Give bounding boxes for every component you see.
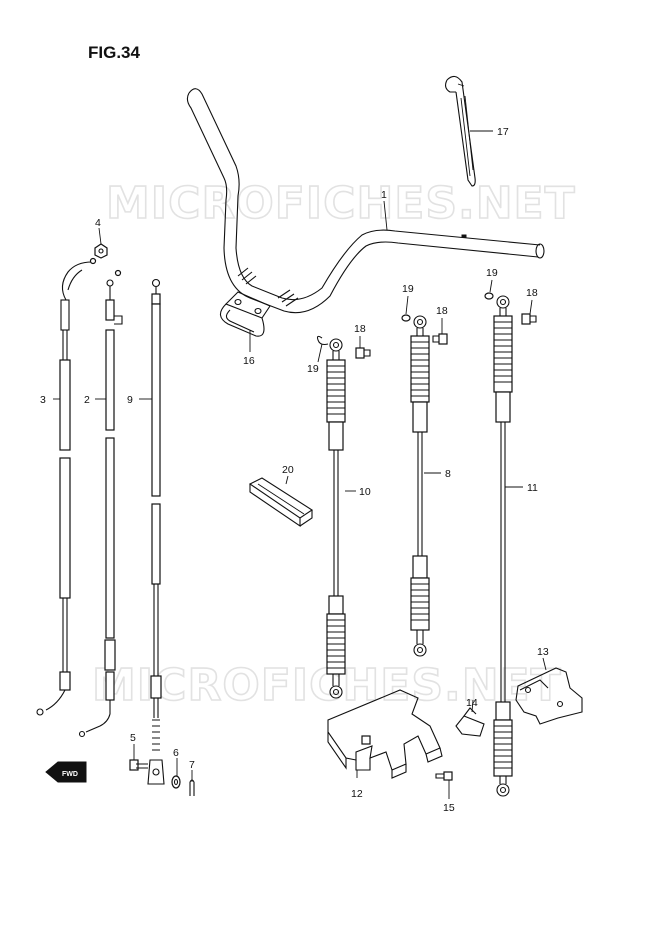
leader-lines [53,130,547,799]
cable-2-part [78,269,123,738]
callout-8: 8 [445,468,451,480]
callout-3: 3 [40,394,46,406]
callout-7: 7 [189,759,195,771]
watermark-top: MICROFICHES.NET [106,178,576,229]
pad-part [248,477,314,528]
bolt-18-part-left [355,347,371,359]
cable-3-part [36,257,97,716]
bolt-5-part [129,759,148,771]
callout-20: 20 [282,464,294,476]
callout-19-middle: 19 [402,283,414,295]
clip-19-part-right [484,292,494,300]
callout-4: 4 [95,217,101,229]
cable-tie-part [444,75,476,187]
bracket-13-part [515,667,583,725]
clip-19-part-left [316,335,329,346]
callout-13: 13 [537,646,549,658]
callout-14: 14 [466,697,478,709]
nut-4-part [94,243,108,259]
fwd-badge-text: FWD [62,771,78,778]
callout-17: 17 [497,126,509,138]
bolt-15-part [435,771,453,781]
bolt-18-part-right [521,313,537,325]
callout-5: 5 [130,732,136,744]
clip-14-part [455,707,485,737]
callout-6: 6 [173,747,179,759]
watermark-bottom: MICROFICHES.NET [92,660,562,711]
callout-labels: 1 2 3 4 5 6 7 8 9 10 11 12 13 14 15 16 1… [40,126,549,814]
pin-7-part [189,779,195,796]
cable-10-part [326,338,346,699]
callout-1: 1 [381,189,387,201]
callout-9: 9 [127,394,133,406]
bolt-18-part-middle [432,333,448,345]
callout-15: 15 [443,802,455,814]
callout-2: 2 [84,394,90,406]
callout-11: 11 [527,482,538,494]
callout-19-left: 19 [307,363,319,375]
bracket-12-part [327,689,443,779]
callout-18-right: 18 [526,287,538,299]
fwd-direction-icon: FWD [45,761,87,783]
callout-16: 16 [243,355,255,367]
handlebar-part [186,88,545,314]
cable-8-part [410,315,430,657]
cable-9-part [147,278,165,785]
callout-19-right: 19 [486,267,498,279]
callout-12: 12 [351,788,363,800]
callout-18-middle: 18 [436,305,448,317]
clip-19-part-middle [401,314,411,322]
cable-11-part [493,295,513,797]
washer-6-part [171,775,181,789]
figure-title: FIG.34 [88,43,141,62]
callout-18-left: 18 [354,323,366,335]
clamp-part [219,291,271,337]
callout-10: 10 [359,486,371,498]
